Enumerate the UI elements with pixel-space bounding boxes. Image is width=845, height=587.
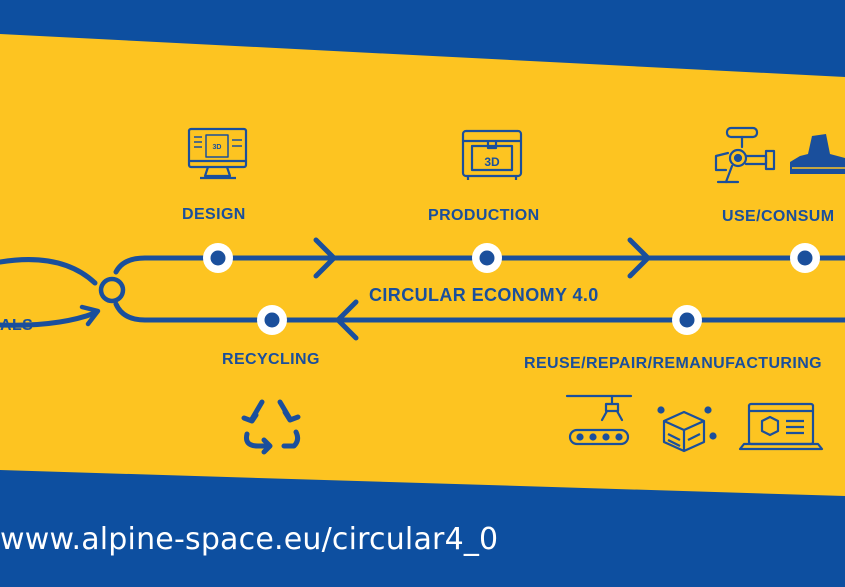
yellow-band	[0, 34, 845, 496]
arrow-right-2	[627, 237, 651, 279]
label-materials: ALS	[0, 317, 34, 334]
3d-printer-icon	[461, 129, 523, 180]
printer-3d-text: 3D	[484, 155, 500, 169]
arrow-right-1	[313, 237, 337, 279]
label-recycling: RECYCLING	[222, 351, 320, 368]
recycling-dot-core	[264, 312, 280, 328]
materials-curve	[0, 257, 98, 286]
arrow-left-1	[335, 299, 359, 341]
reuse-dot-core	[679, 312, 695, 328]
design-dot-core	[210, 250, 226, 266]
use-dot-core	[797, 250, 813, 266]
stage-dots	[203, 243, 820, 335]
materials-arrow-line	[0, 310, 98, 328]
robot-arm-icon	[714, 126, 776, 184]
bottom-flow-line	[113, 301, 845, 323]
label-production: PRODUCTION	[428, 207, 540, 224]
top-flow-line	[113, 255, 845, 275]
design-icon-3d-text: 3D	[213, 144, 222, 151]
isometric-box-icon	[657, 406, 717, 453]
materials-arrow-head	[79, 304, 101, 327]
label-use-consumption: USE/CONSUM	[722, 208, 835, 225]
footer-url-link[interactable]: www.alpine-space.eu/circular4_0	[0, 522, 499, 557]
center-title: CIRCULAR ECONOMY 4.0	[369, 285, 599, 305]
label-reuse-repair: REUSE/REPAIR/REMANUFACTURING	[524, 355, 823, 372]
conveyor-robot-icon	[565, 394, 633, 446]
label-design: DESIGN	[182, 206, 246, 223]
recycle-icon	[241, 399, 301, 455]
hub-circle	[98, 276, 126, 304]
production-dot-core	[479, 250, 495, 266]
laptop-3d-icon	[738, 402, 824, 451]
monitor-3d-design-icon	[187, 127, 248, 180]
boot-icon	[790, 134, 845, 174]
